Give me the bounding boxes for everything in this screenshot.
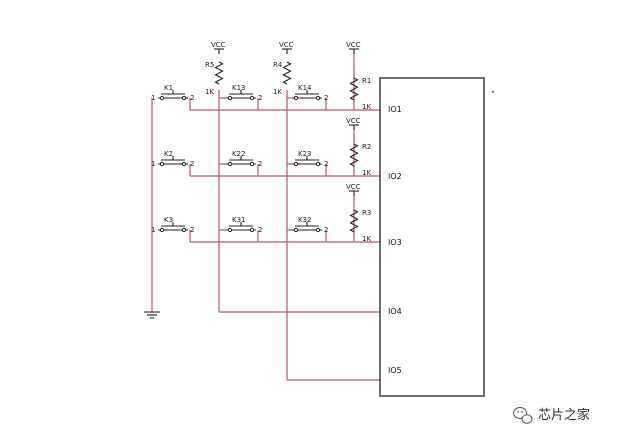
resistor-name: R4 xyxy=(273,61,283,69)
resistor-name: R3 xyxy=(362,209,371,217)
stray-mark xyxy=(492,91,494,93)
resistor-value: 1K xyxy=(362,103,371,111)
wechat-icon xyxy=(513,407,533,424)
wires xyxy=(151,52,380,381)
resistor-value: 1K xyxy=(273,88,282,96)
ground-symbol xyxy=(144,311,160,319)
row-resistor-2 xyxy=(349,143,359,167)
pin-number: 2 xyxy=(258,226,262,234)
column-resistor-1 xyxy=(214,61,224,85)
pin-number: 2 xyxy=(324,160,328,168)
resistor-value: 1K xyxy=(362,169,371,177)
pin-number: 2 xyxy=(324,226,328,234)
resistor-value: 1K xyxy=(362,235,371,243)
vcc-label: VCC xyxy=(279,41,294,49)
key-switch: K14 2 xyxy=(292,84,328,102)
vcc-label: VCC xyxy=(346,183,361,191)
key-switch: K31 2 xyxy=(226,216,262,234)
pin-number: 2 xyxy=(190,226,194,234)
key-label: K32 xyxy=(298,216,312,224)
pin-number: 1 xyxy=(151,94,155,102)
vcc-label: VCC xyxy=(346,117,361,125)
vcc-label: VCC xyxy=(346,41,361,49)
key-switch: K1 1 2 xyxy=(151,84,194,102)
key-switch: K22 2 xyxy=(226,150,262,168)
row-resistor-1 xyxy=(349,77,359,101)
row-resistor-3 xyxy=(349,209,359,233)
key-label: K23 xyxy=(298,150,312,158)
pin-number: 2 xyxy=(258,94,262,102)
io-pin-label: IO3 xyxy=(388,238,402,247)
column-resistor-2 xyxy=(282,61,292,85)
key-label: K1 xyxy=(164,84,173,92)
vcc-labels: VCC VCC VCC VCC VCC xyxy=(211,41,361,196)
key-label: K2 xyxy=(164,150,173,158)
key-switch: K13 2 xyxy=(226,84,262,102)
mcu-block xyxy=(379,77,485,397)
io-pin-label: IO4 xyxy=(388,307,402,316)
key-switch: K2 1 2 xyxy=(151,150,194,168)
watermark: 芯片之家 xyxy=(513,407,590,424)
pin-number: 2 xyxy=(190,160,194,168)
key-switch: K32 2 xyxy=(292,216,328,234)
key-label: K13 xyxy=(232,84,246,92)
pin-number: 2 xyxy=(190,94,194,102)
resistors: R5 1K R4 1K R1 1K R2 1K R3 1K xyxy=(205,61,371,243)
io-pin-label: IO5 xyxy=(388,366,402,375)
key-label: K14 xyxy=(298,84,312,92)
key-label: K3 xyxy=(164,216,173,224)
key-label: K31 xyxy=(232,216,246,224)
key-label: K22 xyxy=(232,150,246,158)
io-pin-label: IO2 xyxy=(388,172,402,181)
resistor-name: R1 xyxy=(362,77,371,85)
resistor-name: R5 xyxy=(205,61,214,69)
key-switch: K23 2 xyxy=(292,150,328,168)
resistor-value: 1K xyxy=(205,88,214,96)
watermark-text: 芯片之家 xyxy=(538,407,590,423)
vcc-label: VCC xyxy=(211,41,226,49)
io-pin-label: IO1 xyxy=(388,105,402,114)
resistor-name: R2 xyxy=(362,143,371,151)
pin-number: 2 xyxy=(324,94,328,102)
pin-number: 1 xyxy=(151,160,155,168)
pin-number: 2 xyxy=(258,160,262,168)
key-switch: K3 1 2 xyxy=(151,216,194,234)
pin-number: 1 xyxy=(151,226,155,234)
